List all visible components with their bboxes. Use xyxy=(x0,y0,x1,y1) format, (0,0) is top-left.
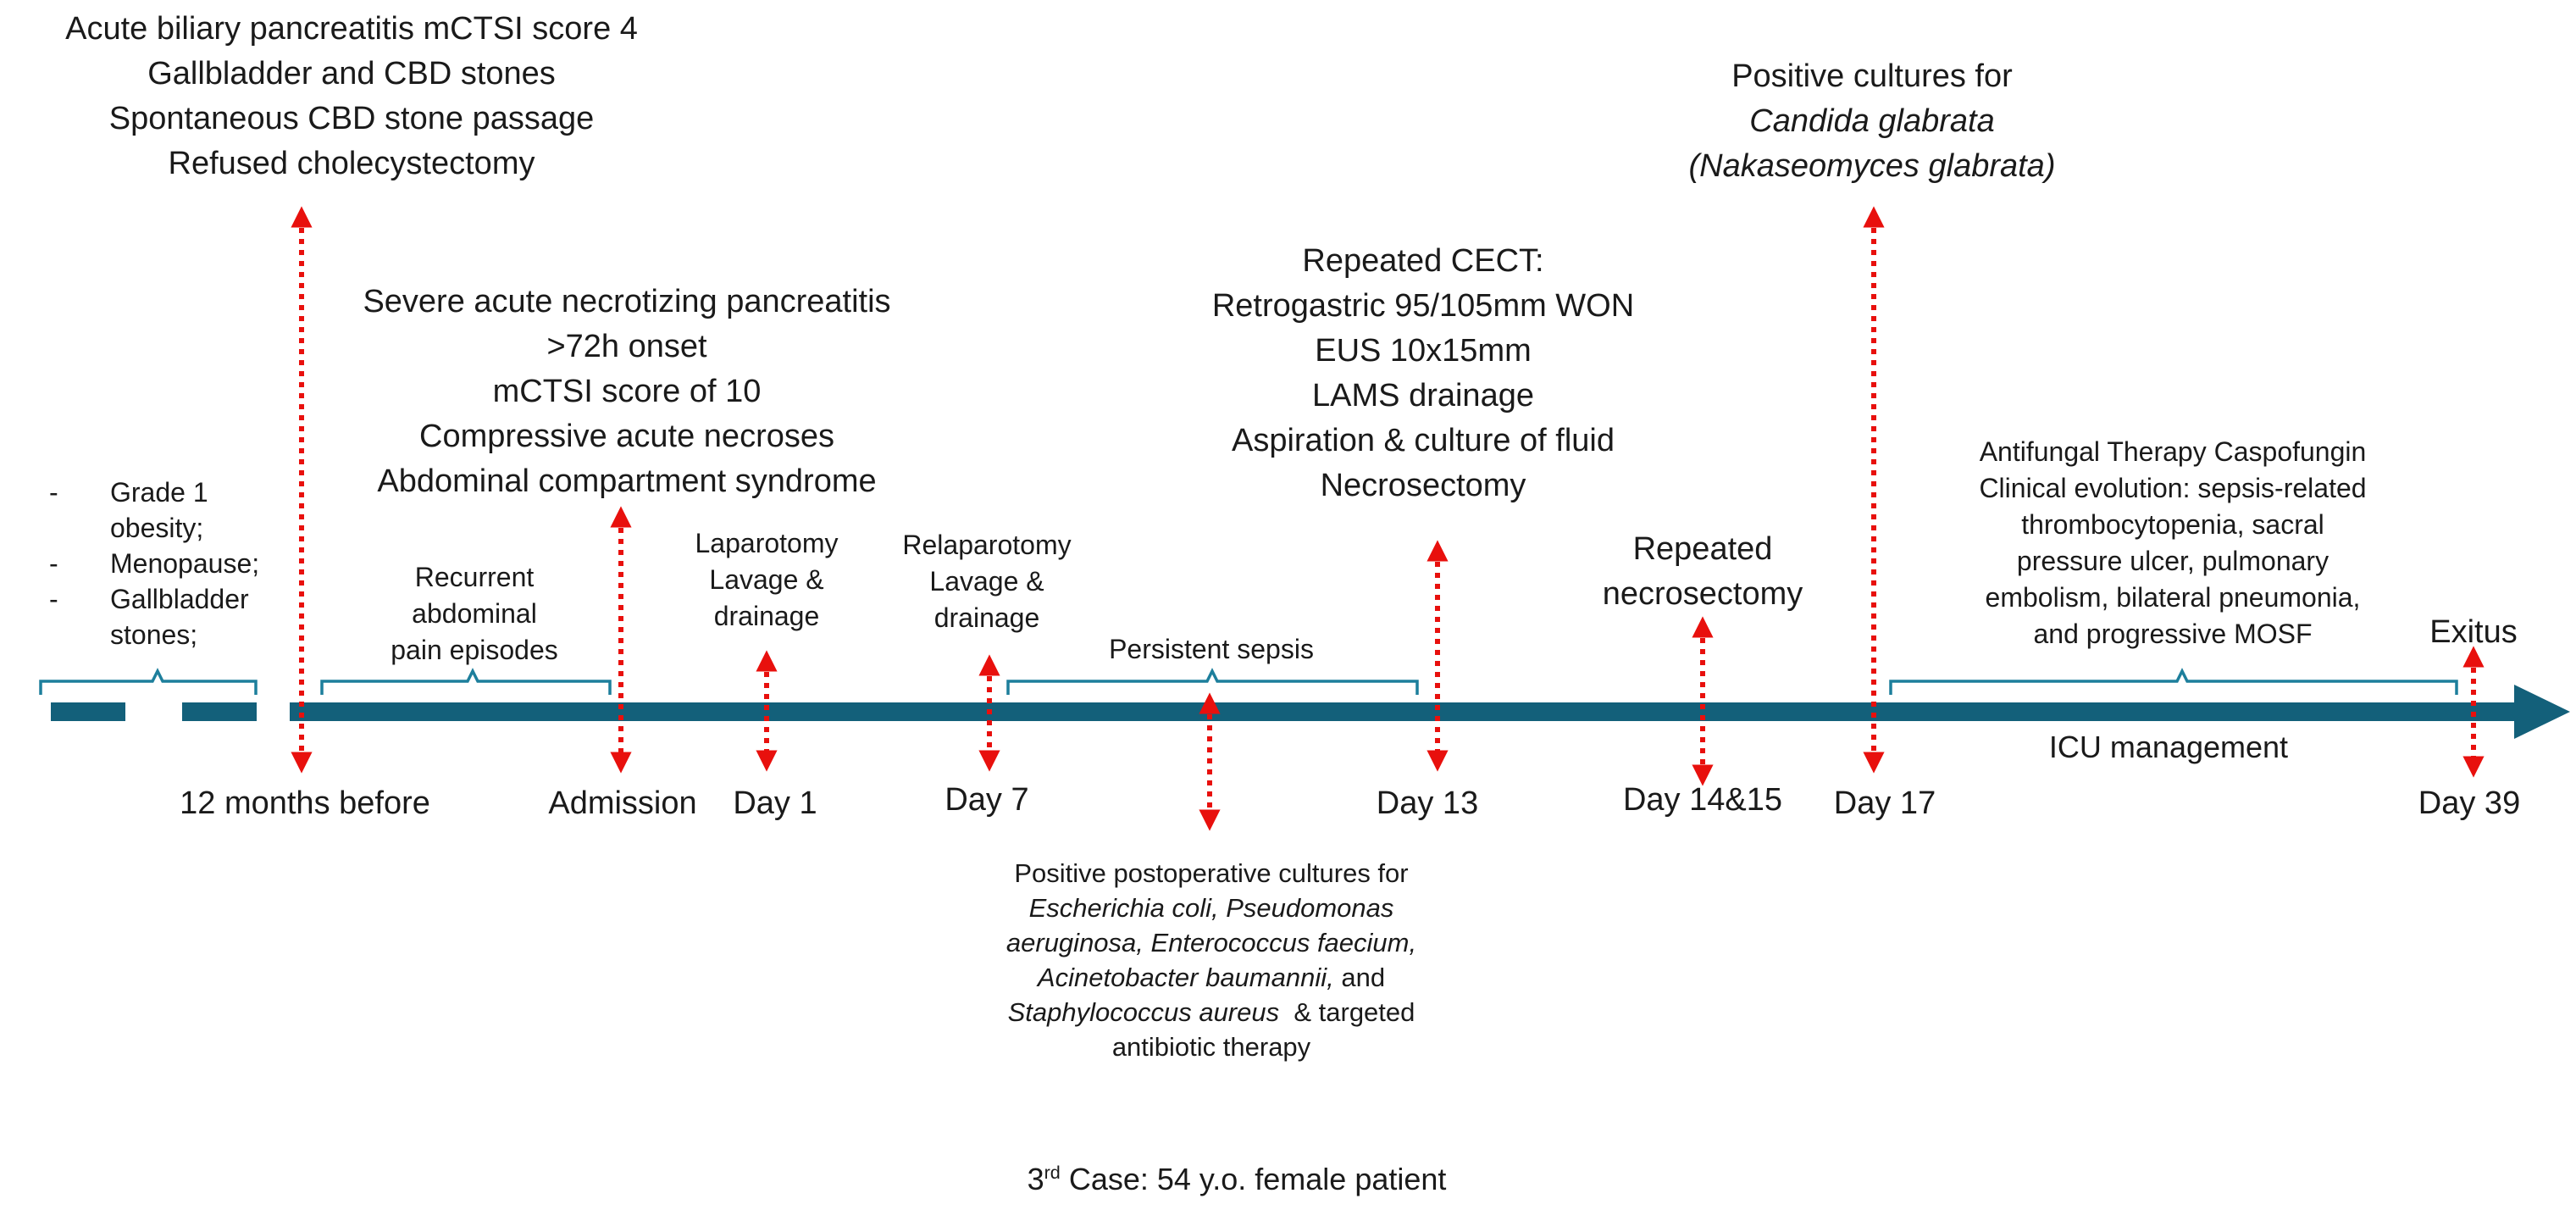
event-line: >72h onset xyxy=(546,329,707,364)
period-brackets xyxy=(39,668,2458,695)
event-laparotomy: Laparotomy Lavage & drainage xyxy=(669,525,864,635)
event-line: Clinical evolution: sepsis-related xyxy=(1979,473,2367,503)
period-line: pain episodes xyxy=(391,635,558,665)
event-line: Positive cultures for xyxy=(1731,58,2013,94)
period-recurrent-pain: Recurrent abdominal pain episodes xyxy=(356,559,593,669)
event-line: mCTSI score of 10 xyxy=(492,374,762,409)
postop-organisms: Staphylococcus aureus xyxy=(1007,997,1280,1027)
time-label-day17: Day 17 xyxy=(1833,785,1936,821)
event-line: embolism, bilateral pneumonia, xyxy=(1985,582,2361,613)
event-line: Repeated xyxy=(1632,531,1773,567)
event-line: Antifungal Therapy Caspofungin xyxy=(1979,436,2367,467)
event-line: necrosectomy xyxy=(1602,576,1803,612)
event-exitus: Exitus xyxy=(2410,610,2537,655)
history-item: - Menopause; xyxy=(49,546,259,581)
event-positive-cultures-candida: Positive cultures for Candida glabrata (… xyxy=(1609,54,2135,189)
postop-organisms: aeruginosa, Enterococcus faecium, xyxy=(1005,928,1417,957)
timeline-arrowhead xyxy=(2514,685,2570,739)
time-label-day13: Day 13 xyxy=(1376,785,1479,821)
caption-ordinal: rd xyxy=(1044,1162,1061,1183)
event-arrows xyxy=(291,206,2485,831)
postop-connector: & targeted xyxy=(1279,997,1415,1027)
event-line: Necrosectomy xyxy=(1320,468,1526,503)
event-repeated-cect: Repeated CECT: Retrogastric 95/105mm WON… xyxy=(1161,239,1686,508)
timeline-axis xyxy=(51,685,2570,739)
time-label-12-months: 12 months before xyxy=(180,785,430,821)
list-dash: - xyxy=(49,477,58,508)
list-dash: - xyxy=(49,584,58,614)
history-line: stones; xyxy=(110,619,198,650)
history-line: obesity; xyxy=(110,513,204,543)
postop-connector: and xyxy=(1333,963,1386,992)
caption-text: Case: 54 y.o. female patient xyxy=(1060,1162,1447,1196)
history-item: - Gallbladder stones; xyxy=(49,581,259,652)
time-label-admission: Admission xyxy=(548,785,697,821)
event-line: Aspiration & culture of fluid xyxy=(1231,423,1615,458)
event-line: drainage xyxy=(713,601,820,631)
period-persistent-sepsis: Persistent sepsis xyxy=(1059,631,1364,668)
event-line: Lavage & xyxy=(709,564,824,595)
event-line: Lavage & xyxy=(929,566,1044,597)
time-label-day1: Day 1 xyxy=(733,785,817,821)
event-line: Compressive acute necroses xyxy=(419,419,834,454)
event-acute-biliary: Acute biliary pancreatitis mCTSI score 4… xyxy=(42,7,661,186)
period-line: abdominal xyxy=(412,598,537,629)
timeline-bar xyxy=(290,702,2518,721)
bracket-recurrent-pain xyxy=(320,668,612,695)
history-line: Grade 1 xyxy=(110,477,208,508)
event-repeated-necrosectomy: Repeated necrosectomy xyxy=(1567,527,1838,617)
bracket-persistent-sepsis xyxy=(1006,668,1419,695)
event-line: Retrogastric 95/105mm WON xyxy=(1211,288,1635,324)
event-antifungal: Antifungal Therapy Caspofungin Clinical … xyxy=(1885,434,2461,652)
bracket-history xyxy=(39,668,258,695)
postop-line: antibiotic therapy xyxy=(1111,1032,1311,1062)
event-line: Abdominal compartment syndrome xyxy=(377,463,877,499)
timeline-dash-segment xyxy=(182,702,257,721)
postop-cultures: Positive postoperative cultures for Esch… xyxy=(940,856,1482,1064)
event-line: Refused cholecystectomy xyxy=(168,146,535,181)
event-line: and progressive MOSF xyxy=(2033,619,2313,649)
period-icu-management: ICU management xyxy=(1982,725,2355,769)
list-dash: - xyxy=(49,548,58,579)
case-caption: 3rd Case: 54 y.o. female patient xyxy=(915,1157,1559,1202)
event-relaparotomy: Relaparotomy Lavage & drainage xyxy=(881,527,1093,636)
timeline-dash-segment xyxy=(51,702,125,721)
event-line-organism: Candida glabrata xyxy=(1749,103,1995,139)
postop-organisms: Escherichia coli, Pseudomonas xyxy=(1028,893,1394,923)
caption-prefix: 3 xyxy=(1027,1162,1044,1196)
event-line: Severe acute necrotizing pancreatitis xyxy=(363,284,891,319)
postop-organisms: Acinetobacter baumannii, xyxy=(1037,963,1334,992)
history-line: Menopause; xyxy=(110,548,260,579)
event-line: drainage xyxy=(933,602,1040,633)
event-line: Exitus xyxy=(2429,614,2518,650)
period-line: ICU management xyxy=(2048,730,2289,764)
period-line: Recurrent xyxy=(414,562,535,592)
event-line: pressure ulcer, pulmonary xyxy=(2016,546,2329,576)
event-line: Gallbladder and CBD stones xyxy=(147,56,556,92)
event-line: Relaparotomy xyxy=(902,530,1072,560)
event-line: LAMS drainage xyxy=(1312,378,1534,413)
event-severe-necrotizing: Severe acute necrotizing pancreatitis >7… xyxy=(322,280,932,504)
time-label-day14-15: Day 14&15 xyxy=(1622,782,1782,818)
history-line: Gallbladder xyxy=(110,584,249,614)
event-line-organism: (Nakaseomyces glabrata) xyxy=(1688,148,2056,184)
event-line: Laparotomy xyxy=(695,528,839,558)
time-label-day7: Day 7 xyxy=(945,782,1029,818)
history-item: - Grade 1 obesity; xyxy=(49,475,259,546)
postop-line: Positive postoperative cultures for xyxy=(1014,858,1409,888)
event-line: EUS 10x15mm xyxy=(1315,333,1532,369)
time-label-day39: Day 39 xyxy=(2418,785,2521,821)
history-list: - Grade 1 obesity; - Menopause; - Gallbl… xyxy=(49,475,259,652)
event-line: thrombocytopenia, sacral xyxy=(2021,509,2324,540)
event-line: Acute biliary pancreatitis mCTSI score 4 xyxy=(65,11,638,47)
event-line: Repeated CECT: xyxy=(1302,243,1544,279)
event-line: Spontaneous CBD stone passage xyxy=(108,101,595,136)
bracket-icu xyxy=(1889,668,2458,695)
period-line: Persistent sepsis xyxy=(1109,634,1314,664)
